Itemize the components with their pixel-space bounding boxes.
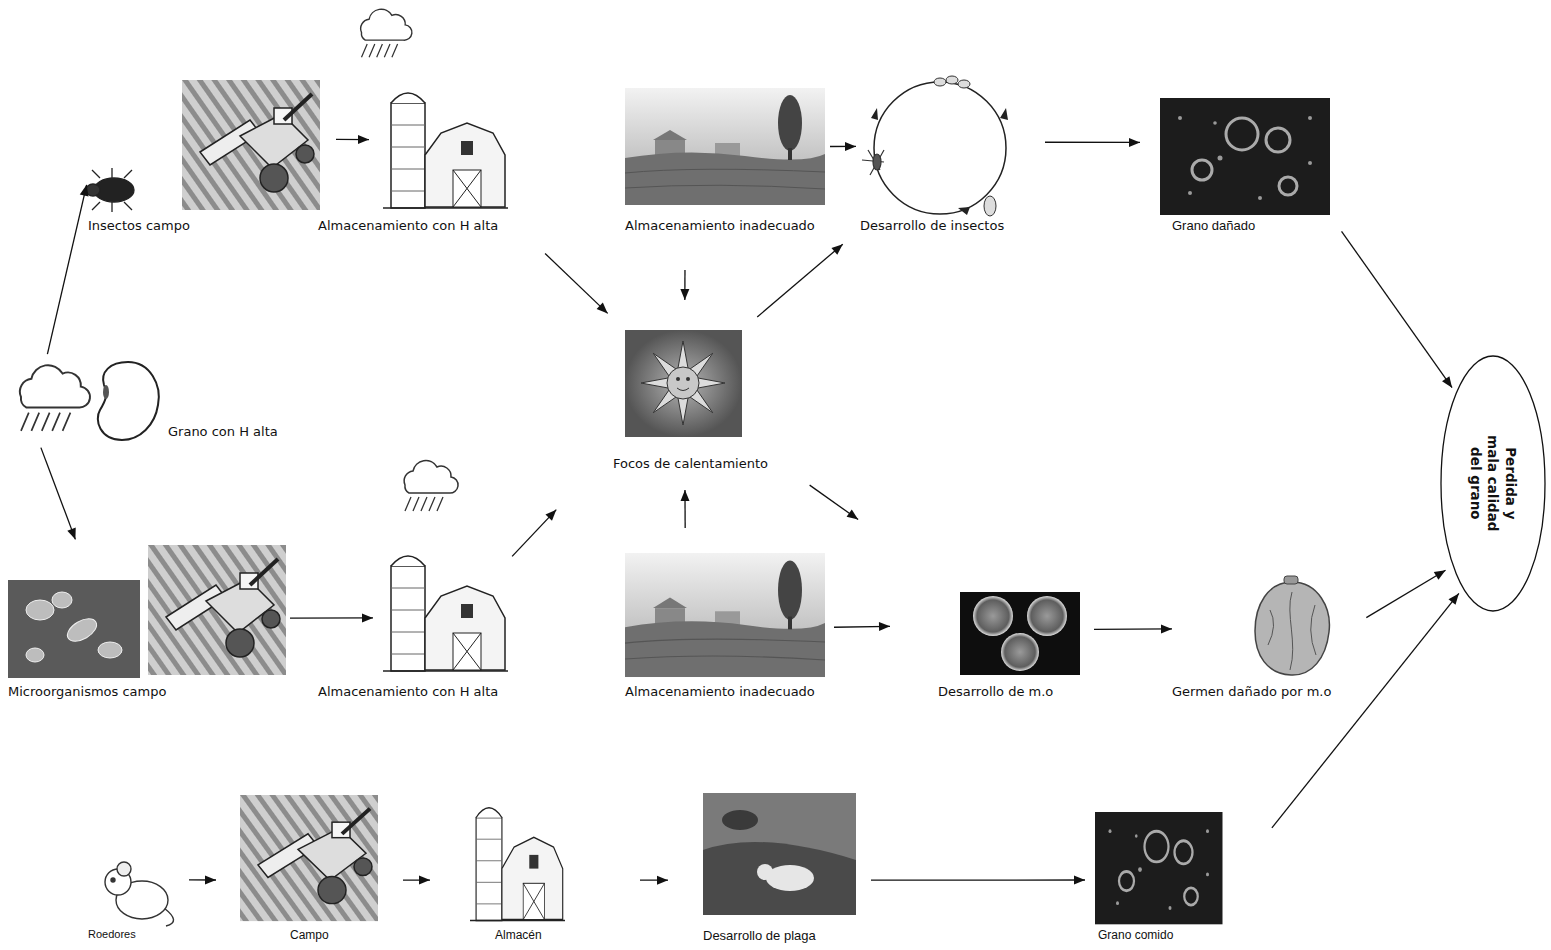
caption-text: Desarrollo de plaga	[703, 928, 816, 944]
image-node: Focos de calentamiento	[625, 330, 742, 437]
arrow-head	[845, 142, 856, 151]
image-node: Almacenamiento con H alta	[383, 85, 508, 212]
arrow-line	[1366, 570, 1445, 617]
arrow-line	[757, 244, 843, 317]
image-node: Desarrollo de m.o	[960, 592, 1080, 675]
flow-arrow	[830, 142, 856, 151]
arrow-head	[80, 185, 89, 197]
flow-arrow	[681, 490, 690, 528]
flow-arrow	[189, 875, 216, 884]
arrow-line	[1045, 142, 1140, 143]
arrow-head	[205, 875, 216, 884]
flow-arrow	[47, 185, 88, 354]
caption-text: Almacenamiento inadecuado	[625, 218, 815, 234]
caption-text: Germen dañado por m.o	[1172, 684, 1331, 700]
arrow-head	[1434, 570, 1446, 580]
arrow-head	[419, 876, 430, 885]
image-node: Almacenamiento inadecuado	[625, 88, 826, 205]
outcome-ellipse: Perdida y mala calidad del grano	[1440, 355, 1546, 612]
flow-arrow	[757, 244, 843, 317]
arrow-line	[41, 448, 75, 540]
flow-arrow	[640, 876, 668, 885]
flow-arrow	[290, 613, 373, 622]
flow-arrow	[1094, 624, 1172, 633]
flow-arrow	[680, 270, 689, 300]
caption-text: Insectos campo	[88, 218, 190, 234]
flow-arrow	[1342, 231, 1453, 387]
caption-text: Almacenamiento con H alta	[318, 218, 498, 234]
arrow-head	[680, 289, 689, 300]
arrow-line	[1094, 628, 1172, 630]
arrow-head	[847, 510, 859, 520]
caption-text: Grano con H alta	[168, 424, 278, 440]
arrow-line	[545, 253, 608, 313]
flow-arrow	[810, 485, 858, 519]
arrow-line	[871, 879, 1085, 881]
arrow-line	[512, 510, 556, 557]
arrow-head	[545, 510, 556, 521]
arrow-head	[657, 876, 668, 885]
flow-arrow	[41, 448, 76, 540]
arrow-head	[358, 135, 369, 144]
arrow-head	[879, 622, 890, 631]
arrow-line	[1272, 593, 1459, 827]
image-node: Almacén	[470, 800, 565, 925]
arrow-line	[810, 485, 858, 519]
caption-text: Almacenamiento con H alta	[318, 684, 498, 700]
flow-arrow	[403, 876, 430, 885]
caption-text: Almacenamiento inadecuado	[625, 684, 815, 700]
flow-arrow	[512, 510, 556, 557]
caption-text: Campo	[290, 928, 329, 942]
image-node: Roedores	[103, 860, 173, 926]
flow-arrow	[1045, 138, 1140, 147]
image-node: Grano con H alta	[8, 358, 162, 442]
flow-arrow	[336, 135, 369, 144]
arrow-line	[47, 185, 86, 354]
arrow-head	[67, 528, 75, 540]
image-node: Germen dañado por m.o	[1252, 580, 1332, 677]
flow-arrow	[834, 622, 890, 631]
arrow-head	[1448, 593, 1458, 604]
arrow-head	[597, 303, 608, 314]
caption-text: Desarrollo de m.o	[938, 684, 1053, 700]
arrow-head	[1129, 138, 1140, 147]
arrow-head	[1161, 624, 1172, 633]
image-node: Campo	[240, 795, 378, 922]
flow-arrow	[871, 876, 1085, 885]
caption-text: Roedores	[88, 928, 136, 941]
image-node: Grano comido	[1095, 812, 1222, 924]
caption-text: Grano dañado	[1172, 218, 1255, 234]
caption-text: Almacén	[495, 928, 542, 942]
image-node: Insectos campo	[88, 80, 322, 212]
image-node: Desarrollo de plaga	[703, 793, 856, 915]
arrow-line	[1342, 231, 1453, 387]
caption-text: Desarrollo de insectos	[860, 218, 1004, 234]
arrow-head	[362, 613, 373, 622]
caption-text: Microorganismos campo	[8, 684, 166, 700]
arrow-head	[1074, 876, 1085, 885]
caption-text: Focos de calentamiento	[613, 456, 768, 472]
flow-arrow	[1272, 593, 1459, 827]
caption-text: Grano comido	[1098, 928, 1173, 942]
image-node: Microorganismos campo	[8, 545, 286, 678]
arrow-line	[290, 617, 373, 619]
flow-arrow	[1366, 570, 1445, 617]
arrow-head	[681, 490, 690, 501]
image-node: Desarrollo de insectos	[860, 75, 1030, 215]
image-node: Almacenamiento con H alta	[383, 548, 508, 675]
image-node: Grano dañado	[1160, 98, 1330, 215]
outcome-label: Perdida y mala calidad del grano	[1467, 430, 1520, 536]
arrow-head	[1442, 376, 1452, 388]
image-node: Almacenamiento inadecuado	[625, 553, 826, 677]
flow-arrow	[545, 253, 608, 313]
arrow-head	[831, 244, 842, 255]
